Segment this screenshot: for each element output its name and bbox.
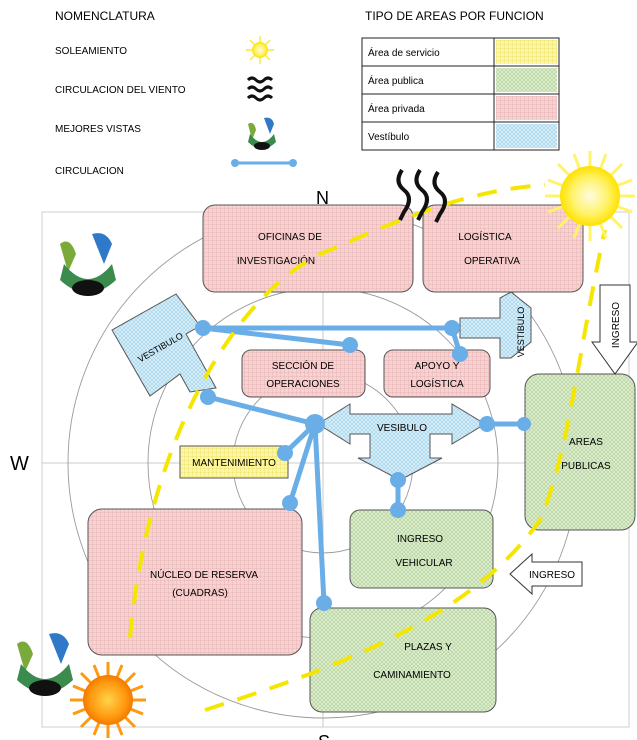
zone-nucleo-line1: NÚCLEO DE RESERVA (150, 568, 258, 581)
swatch-servicio (496, 40, 557, 64)
zone-seccion-operaciones: SECCIÓN DE OPERACIONES (241, 349, 366, 398)
zone-apoyo-line2: LOGÍSTICA (410, 377, 464, 390)
entry-arrow-bottom: INGRESO (509, 552, 583, 596)
thumbs-up-view-icon (248, 117, 276, 150)
zone-publicas-line1: AREAS (569, 437, 603, 448)
zone-nucleo-line2: (CUADRAS) (172, 588, 228, 599)
circulation-nodes (195, 320, 531, 611)
zone-plazas-line2: CAMINAMIENTO (373, 670, 451, 681)
nomenclature-legend: NOMENCLATURA SOLEAMIENTO CIRCULACION DEL… (55, 9, 297, 177)
zone-vehicular-line1: INGRESO (397, 534, 443, 545)
zone-logistica-operativa: LOGÍSTICA OPERATIVA (422, 204, 584, 293)
area-types-title: TIPO DE AREAS POR FUNCION (365, 9, 544, 23)
zone-nucleo-reserva: NÚCLEO DE RESERVA (CUADRAS) (87, 508, 303, 656)
zone-plazas-line1: PLAZAS Y (404, 642, 452, 653)
zone-oficinas: OFICINAS DE INVESTIGACIÓN (202, 204, 414, 293)
sun-path-lines (128, 183, 607, 712)
compass-west: W (10, 453, 29, 475)
sun-icon-northeast (545, 151, 635, 241)
vestibule-center: VESIBULO (317, 403, 486, 481)
zone-logistica-line2: OPERATIVA (464, 256, 520, 267)
swatch-vestibulo (496, 124, 557, 148)
zone-ingreso-vehicular: INGRESO VEHICULAR (349, 509, 494, 589)
views-icon-southwest (17, 633, 73, 696)
circulation-line-icon (231, 159, 297, 167)
zone-apoyo-logistica: APOYO Y LOGÍSTICA (383, 349, 491, 398)
views-icon-northwest (60, 233, 116, 296)
sun-icon (246, 36, 274, 64)
zone-plazas-caminamiento: PLAZAS Y CAMINAMIENTO (309, 607, 497, 713)
legend-label-vistas: MEJORES VISTAS (55, 124, 141, 135)
area-type-vestibulo: Vestíbulo (368, 132, 410, 143)
zone-oficinas-line1: OFICINAS DE (258, 232, 322, 243)
vestibule-left: VESTIBULO (111, 293, 217, 397)
zone-seccion-line2: OPERACIONES (266, 379, 340, 390)
vestibule-right: VESTIBULO (459, 291, 532, 359)
sun-icon-southwest (70, 662, 146, 738)
entry-top-label: INGRESO (611, 302, 622, 348)
entry-arrow-top: INGRESO (591, 284, 637, 375)
zone-oficinas-line2: INVESTIGACIÓN (237, 254, 315, 267)
wind-icon (246, 76, 274, 102)
vestibule-right-label: VESTIBULO (516, 307, 526, 358)
entry-bottom-label: INGRESO (529, 570, 575, 581)
nomenclature-title: NOMENCLATURA (55, 9, 155, 23)
legend-label-viento: CIRCULACION DEL VIENTO (55, 85, 186, 96)
area-type-publica: Área publica (368, 74, 424, 87)
area-types-legend: TIPO DE AREAS POR FUNCION Área de servic… (361, 9, 560, 151)
legend-label-circulacion: CIRCULACION (55, 166, 124, 177)
wind-icon-site (396, 168, 447, 223)
zone-publicas-line2: PUBLICAS (561, 461, 611, 472)
swatch-publica (496, 68, 557, 92)
zone-apoyo-line1: APOYO Y (415, 361, 460, 372)
compass-north: N (316, 188, 329, 208)
zone-mantenimiento: MANTENIMIENTO (179, 445, 289, 479)
legend-label-soleamiento: SOLEAMIENTO (55, 46, 127, 57)
zone-seccion-line1: SECCIÓN DE (272, 359, 335, 372)
zone-areas-publicas: AREAS PUBLICAS (524, 373, 636, 531)
swatch-privada (496, 96, 557, 120)
zone-mantenimiento-label: MANTENIMIENTO (192, 458, 276, 469)
zone-vehicular-line2: VEHICULAR (395, 558, 452, 569)
zone-logistica-line1: LOGÍSTICA (458, 230, 512, 243)
area-type-privada: Área privada (368, 102, 425, 115)
area-type-servicio: Área de servicio (368, 46, 440, 59)
compass-south: S (318, 732, 330, 740)
vestibule-center-label: VESIBULO (377, 423, 427, 434)
